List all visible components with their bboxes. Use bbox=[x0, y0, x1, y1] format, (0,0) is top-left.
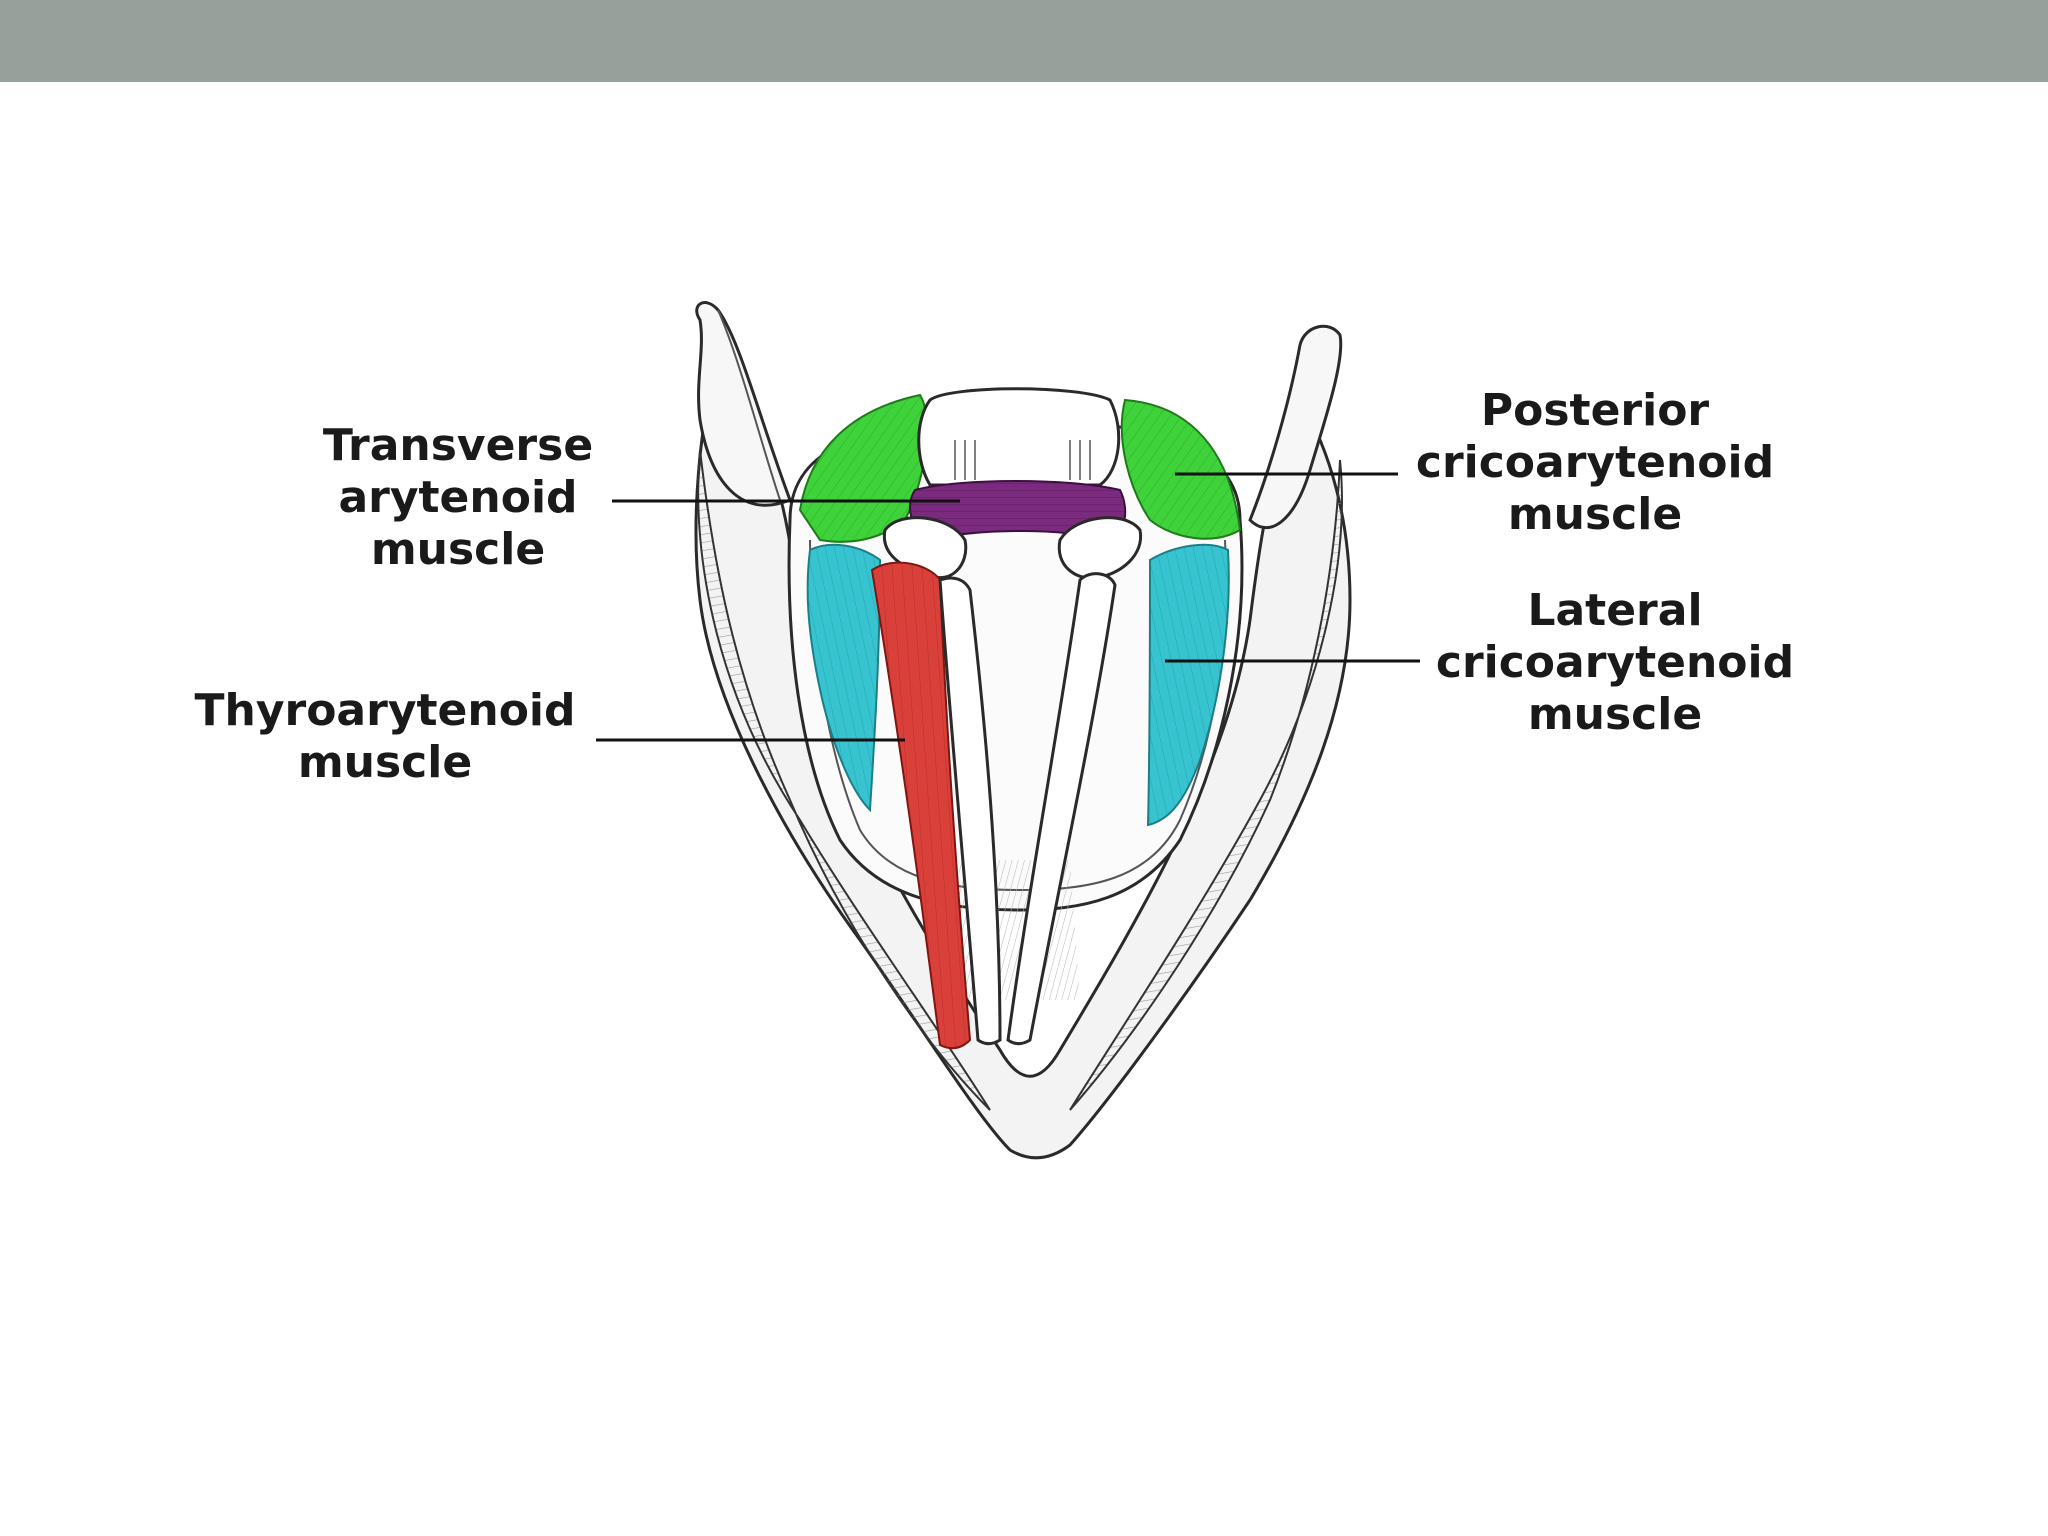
left-vocal-ligament bbox=[938, 576, 1002, 1046]
label-line: muscle bbox=[297, 737, 473, 788]
label-lateral-cricoarytenoid-muscle: Lateral cricoarytenoid muscle bbox=[1435, 585, 1795, 741]
right-arytenoid-process bbox=[1057, 516, 1143, 580]
left-lamina-shading bbox=[697, 449, 991, 1111]
label-thyroarytenoid-muscle: Thyroarytenoid muscle bbox=[190, 685, 580, 789]
right-vocal-ligament bbox=[1006, 572, 1117, 1046]
label-transverse-arytenoid-muscle: Transverse arytenoid muscle bbox=[318, 420, 598, 576]
label-line: Thyroarytenoid bbox=[194, 685, 576, 736]
label-line: Transverse bbox=[322, 420, 594, 471]
label-line: cricoarytenoid bbox=[1415, 437, 1775, 488]
label-line: Posterior bbox=[1480, 385, 1710, 436]
label-line: muscle bbox=[370, 524, 546, 575]
label-posterior-cricoarytenoid-muscle: Posterior cricoarytenoid muscle bbox=[1415, 385, 1775, 541]
label-line: muscle bbox=[1527, 689, 1703, 740]
right-superior-horn bbox=[1248, 324, 1343, 530]
label-line: Lateral bbox=[1527, 585, 1703, 636]
arytenoid-cartilage-top bbox=[917, 387, 1121, 487]
right-lamina-shading bbox=[1069, 459, 1343, 1111]
slide-header-bar bbox=[0, 0, 2048, 82]
label-line: cricoarytenoid bbox=[1435, 637, 1795, 688]
label-line: arytenoid bbox=[338, 472, 578, 523]
label-line: muscle bbox=[1507, 489, 1683, 540]
